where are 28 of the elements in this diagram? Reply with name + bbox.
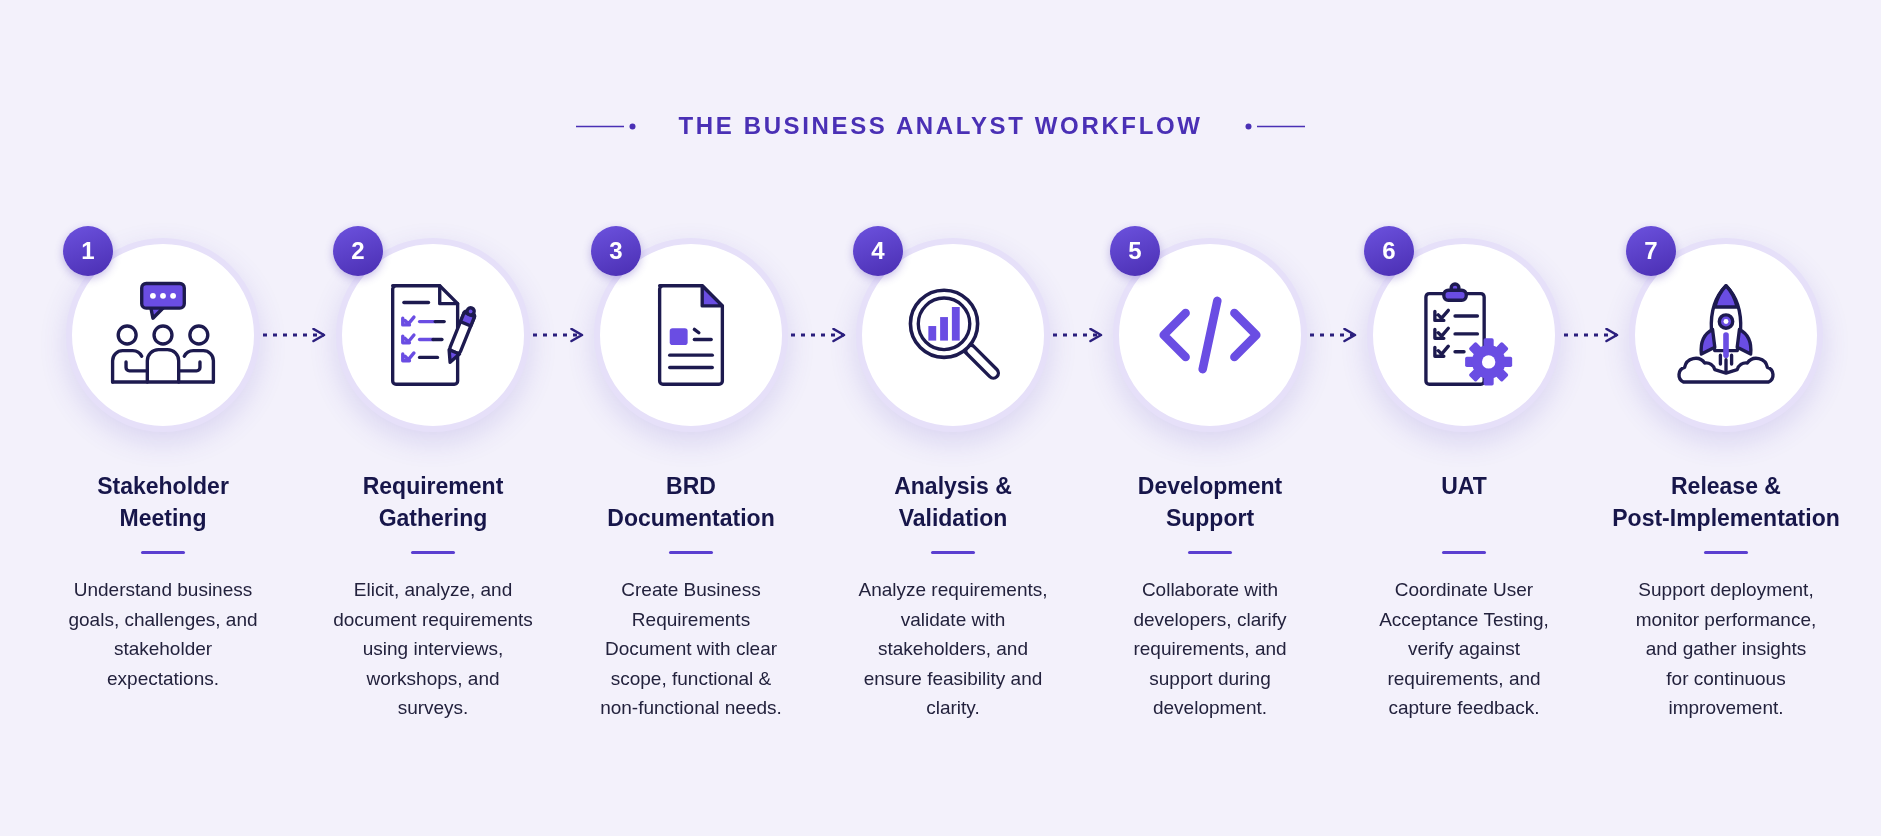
step-description: Create Business Requirements Document with clear scope, functional & non-functional needs. — [599, 578, 783, 720]
dotted-arrow — [1310, 327, 1357, 343]
number-badge: 7 — [1626, 226, 1676, 276]
step-heading: Stakeholder Meeting — [96, 472, 230, 533]
step-description: Understand business goals, challenges, and stakeholder expectations. — [67, 578, 259, 691]
step-description: Collaborate with developers, clarify requirements, and support during development. — [1132, 578, 1288, 720]
step-heading: Analysis & Validation — [893, 472, 1013, 533]
number-badge: 5 — [1110, 226, 1160, 276]
dotted-arrow — [533, 327, 584, 343]
step-heading: Requirement Gathering — [361, 472, 505, 533]
dotted-arrow — [263, 327, 326, 343]
number-badge: 1 — [63, 226, 113, 276]
step-heading: UAT — [1441, 472, 1487, 501]
dotted-arrow — [1053, 327, 1103, 343]
diagram-title: THE BUSINESS ANALYST WORKFLOW — [678, 111, 1203, 141]
number-badge: 3 — [591, 226, 641, 276]
step-description: Support deployment, monitor performance, and gather insights for continuous improvement. — [1634, 578, 1818, 720]
step-heading: Release & Post-Implementation — [1611, 472, 1841, 533]
step-description: Analyze requirements, validate with stakeholders, and ensure feasibility and clarity. — [857, 578, 1049, 720]
number-badge: 2 — [333, 226, 383, 276]
number-badge: 6 — [1364, 226, 1414, 276]
number-badge: 4 — [853, 226, 903, 276]
dotted-arrow — [791, 327, 846, 343]
dotted-arrow — [1564, 327, 1619, 343]
step-description: Elicit, analyze, and document requirements using interviews, workshops, and surveys. — [332, 578, 534, 720]
step-heading: BRD Documentation — [606, 472, 776, 533]
step-heading: Development Support — [1136, 472, 1284, 533]
step-description: Coordinate User Acceptance Testing, verify against requirements, and capture feedback. — [1378, 578, 1550, 720]
